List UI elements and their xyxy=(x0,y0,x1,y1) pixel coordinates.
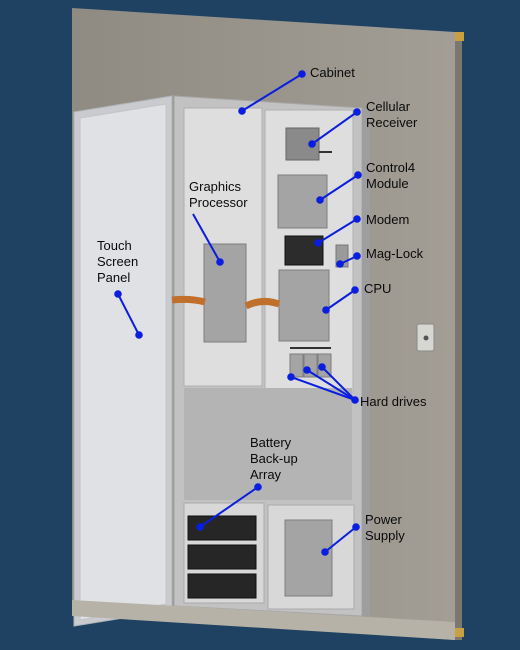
power-supply-box xyxy=(284,519,333,597)
hard-drive-leader-3 xyxy=(321,366,356,401)
graphics-processor-leader xyxy=(192,213,221,263)
latch-knob xyxy=(423,335,429,341)
hard-drive-leader-2 xyxy=(306,369,356,401)
hard-drive-1 xyxy=(289,353,304,378)
top-hinge xyxy=(455,32,464,41)
cabinet-floor xyxy=(72,600,455,640)
power-supply-leader xyxy=(324,526,357,553)
bottom-hinge xyxy=(455,628,464,637)
gpu-cable xyxy=(244,297,281,310)
cabinet-wall-edge xyxy=(455,32,462,640)
battery-backup-array-label: Battery Back-up Array xyxy=(250,435,298,482)
inner-frame-side xyxy=(362,108,370,618)
cpu-leader xyxy=(325,289,356,311)
cabinet-label: Cabinet xyxy=(310,65,355,80)
cellular-receiver-label: Cellular Receiver xyxy=(366,99,418,130)
hard-drives-label: Hard drives xyxy=(360,394,427,409)
graphics-processor-label: Graphics Processor xyxy=(189,179,248,210)
modem-leader xyxy=(317,218,358,244)
cpu-box xyxy=(278,269,330,342)
battery-leader xyxy=(199,486,259,528)
touch-screen-panel-label: Touch Screen Panel xyxy=(97,238,139,285)
door-cable xyxy=(171,295,206,306)
cpu-label: CPU xyxy=(364,281,392,296)
leader-lines xyxy=(114,70,362,556)
power-supply-label: Power Supply xyxy=(365,512,405,543)
battery-3 xyxy=(187,573,257,599)
control4-module-leader xyxy=(319,174,359,201)
mag-lock-label: Mag-Lock xyxy=(366,246,424,261)
battery-2 xyxy=(187,544,257,570)
control4-module-label: Control4 Module xyxy=(366,160,416,191)
cellular-receiver-leader xyxy=(311,111,358,145)
touch-screen-surface xyxy=(79,103,167,621)
modem-label: Modem xyxy=(366,212,410,227)
middle-shelf xyxy=(184,388,352,500)
touch-screen-leader xyxy=(117,293,140,336)
graphics-processor-board xyxy=(203,243,247,343)
hard-drive-leader-1 xyxy=(290,376,356,401)
cabinet-leader xyxy=(241,73,303,112)
